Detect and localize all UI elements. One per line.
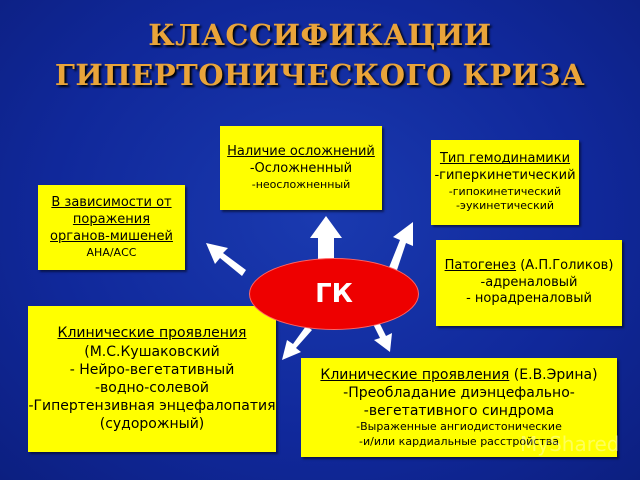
center-node-gk: ГК bbox=[249, 258, 419, 330]
box-item: -вегетативного синдрома bbox=[363, 403, 555, 420]
box-complications: Наличие осложнений -Осложненный -неослож… bbox=[220, 126, 382, 210]
box-pathogenesis: Патогенез (А.П.Голиков) -адреналовый - н… bbox=[436, 240, 622, 326]
arrow-up-icon bbox=[310, 216, 342, 262]
box-heading: Тип гемодинамики bbox=[439, 151, 571, 167]
box-item: -Выраженные ангиодистонические bbox=[356, 420, 562, 434]
box-heading: Наличие осложнений bbox=[227, 143, 375, 159]
box-item: -эукинетический bbox=[455, 199, 555, 213]
box-heading: Патогенез bbox=[444, 257, 517, 273]
box-target-organs: В зависимости от поражения органов-мишен… bbox=[38, 185, 185, 270]
box-item: - Нейро-вегетативный bbox=[69, 361, 235, 378]
box-item: -Гипертензивная энцефалопатия bbox=[28, 398, 276, 415]
box-heading: поражения bbox=[72, 211, 151, 227]
box-hemodynamics: Тип гемодинамики -гиперкинетический -гип… bbox=[431, 140, 579, 225]
arrow-down-left-icon bbox=[282, 326, 312, 360]
arrow-up-left-icon bbox=[206, 243, 246, 276]
box-heading: органов-мишеней bbox=[50, 228, 173, 244]
box-item: -гиперкинетический bbox=[434, 168, 576, 184]
box-item: -Осложненный bbox=[249, 160, 353, 176]
title-line-2: ГИПЕРТОНИЧЕСКОГО КРИЗА bbox=[54, 58, 586, 92]
box-item: АНА/АСС bbox=[86, 245, 137, 259]
box-item: (М.С.Кушаковский bbox=[84, 343, 220, 360]
box-clinical-erina: Клинические проявления (Е.В.Эрина) -Прео… bbox=[301, 358, 617, 457]
box-item: (судорожный) bbox=[99, 416, 205, 433]
box-item: -Преобладание диэнцефально- bbox=[343, 385, 575, 402]
title-line-1: КЛАССИФИКАЦИИ bbox=[148, 18, 492, 52]
box-author: (Е.В.Эрина) bbox=[509, 366, 598, 383]
box-clinical-kushakovsky: Клинические проявления (М.С.Кушаковский … bbox=[28, 306, 276, 452]
box-heading: Клинические проявления bbox=[57, 325, 247, 342]
box-item: -неосложненный bbox=[251, 177, 351, 191]
box-heading: В зависимости от bbox=[51, 195, 172, 211]
box-item: - норадреналовый bbox=[466, 291, 592, 307]
arrow-down-right-icon bbox=[372, 320, 392, 352]
box-item: -водно-солевой bbox=[94, 380, 210, 396]
arrow-up-right-icon bbox=[388, 222, 413, 273]
box-heading: Клинические проявления bbox=[320, 366, 510, 383]
box-item: -и/или кардиальные расстройства bbox=[359, 434, 559, 448]
box-item: -адреналовый bbox=[480, 274, 578, 290]
watermark: MyShared bbox=[520, 432, 620, 456]
box-item: -гипокинетический bbox=[448, 185, 562, 199]
box-author: (А.П.Голиков) bbox=[516, 257, 614, 273]
